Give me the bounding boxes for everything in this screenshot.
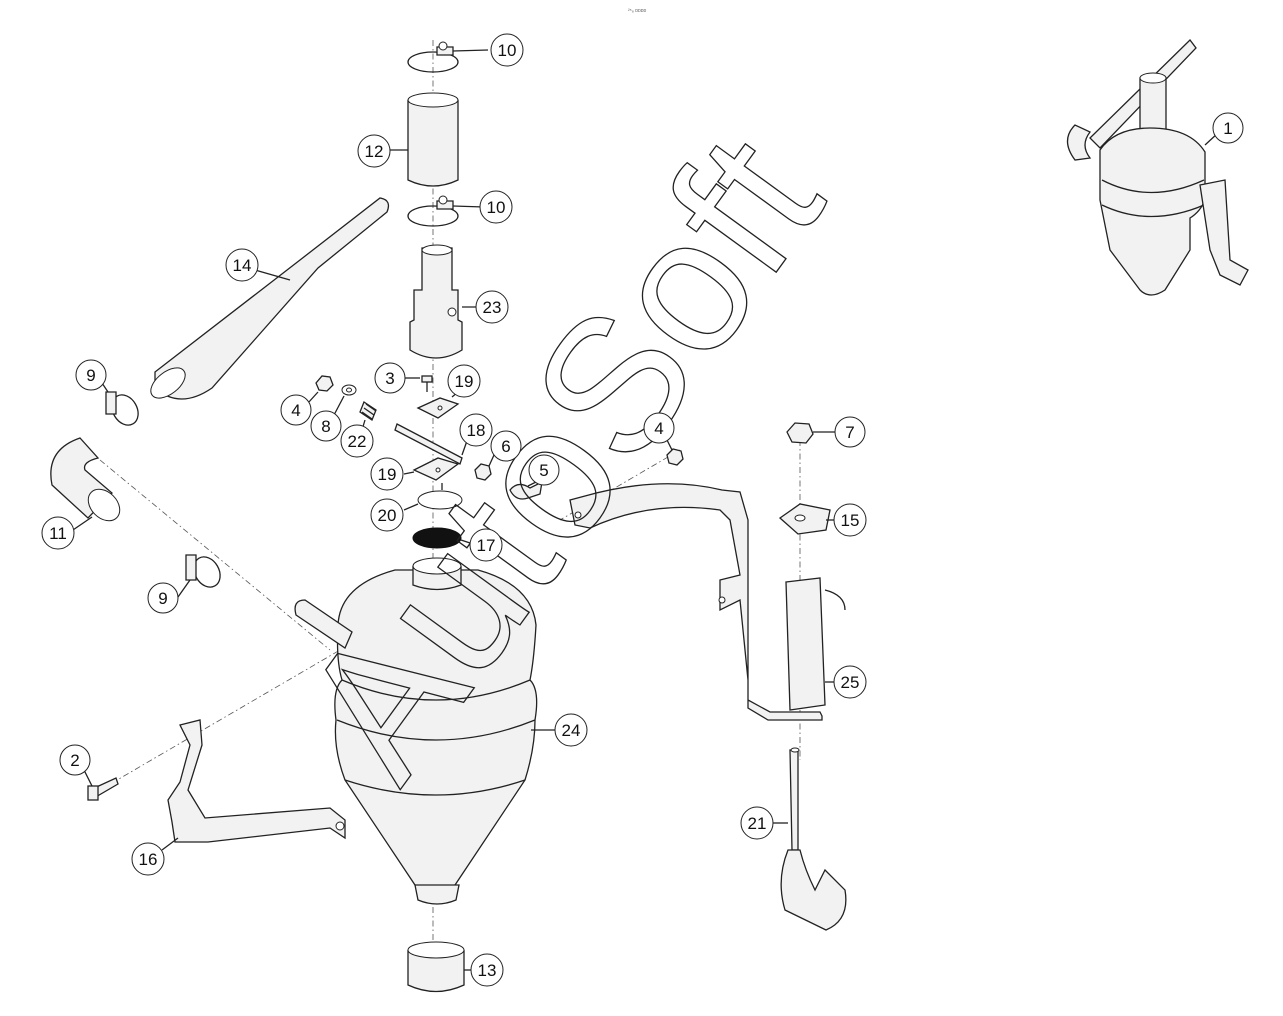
hose-clamp-lower-left[interactable] <box>177 552 225 598</box>
callout-9-lower[interactable]: 9 <box>147 582 179 614</box>
callout-13[interactable]: 13 <box>470 953 504 987</box>
svg-text:18: 18 <box>467 421 486 440</box>
nut-4-left[interactable] <box>307 375 334 404</box>
callout-12[interactable]: 12 <box>357 134 391 168</box>
nut-6[interactable] <box>474 454 495 481</box>
svg-text:15: 15 <box>841 511 860 530</box>
outlet-pipe[interactable] <box>145 197 390 404</box>
callout-23[interactable]: 23 <box>475 290 509 324</box>
callout-3[interactable]: 3 <box>374 362 406 394</box>
callout-4-right[interactable]: 4 <box>643 412 675 444</box>
bolt-2[interactable] <box>83 769 119 801</box>
assembled-view-1[interactable] <box>1066 39 1249 296</box>
svg-text:25: 25 <box>841 673 860 692</box>
callout-8[interactable]: 8 <box>310 410 342 442</box>
callout-17[interactable]: 17 <box>469 528 503 562</box>
svg-text:9: 9 <box>86 366 95 385</box>
callout-18[interactable]: 18 <box>459 413 493 447</box>
svg-text:16: 16 <box>139 850 158 869</box>
svg-text:10: 10 <box>487 198 506 217</box>
callout-25[interactable]: 25 <box>833 665 867 699</box>
callout-5[interactable]: 5 <box>528 454 560 486</box>
callout-7[interactable]: 7 <box>834 416 866 448</box>
svg-text:1: 1 <box>1223 119 1232 138</box>
svg-text:2: 2 <box>70 751 79 770</box>
svg-text:20: 20 <box>378 506 397 525</box>
svg-text:AutoSoft: AutoSoft <box>262 100 862 814</box>
svg-text:11: 11 <box>49 524 67 543</box>
svg-text:22: 22 <box>348 432 367 451</box>
callout-19-top[interactable]: 19 <box>447 364 481 398</box>
svg-text:9: 9 <box>158 589 167 608</box>
callout-1[interactable]: 1 <box>1212 112 1244 144</box>
bottom-bushing[interactable] <box>407 941 472 993</box>
callout-4-left[interactable]: 4 <box>280 394 312 426</box>
valve-disc-20[interactable] <box>403 483 463 511</box>
callout-9-upper[interactable]: 9 <box>75 359 107 391</box>
callout-11[interactable]: 11 <box>41 516 75 550</box>
svg-text:12: 12 <box>365 142 384 161</box>
svg-text:13: 13 <box>478 961 497 980</box>
hose-clamp-top[interactable] <box>407 41 489 73</box>
svg-text:17: 17 <box>477 536 496 555</box>
washer-8[interactable] <box>333 384 357 416</box>
svg-text:23: 23 <box>483 298 502 317</box>
hose-clamp-middle[interactable] <box>407 195 485 227</box>
cyclone-tank[interactable] <box>294 557 556 905</box>
hook-rod-21[interactable] <box>772 747 847 931</box>
callout-10-middle[interactable]: 10 <box>479 190 513 224</box>
nut-7[interactable] <box>786 422 836 444</box>
svg-text:5: 5 <box>539 461 548 480</box>
svg-text:3: 3 <box>385 369 394 388</box>
svg-text:24: 24 <box>562 721 581 740</box>
gasket-17[interactable] <box>412 527 471 549</box>
svg-text:6: 6 <box>501 437 510 456</box>
svg-text:4: 4 <box>654 419 663 438</box>
hose-clamp-upper-left[interactable] <box>99 379 143 430</box>
nut-4-right[interactable] <box>665 437 684 466</box>
callout-20[interactable]: 20 <box>370 498 404 532</box>
watermark: AutoSoft <box>261 99 862 815</box>
screw-3[interactable] <box>404 375 433 392</box>
callout-10-top[interactable]: 10 <box>490 33 524 67</box>
svg-text:7: 7 <box>845 423 854 442</box>
callout-22[interactable]: 22 <box>340 424 374 458</box>
callout-14[interactable]: 14 <box>225 248 259 282</box>
callout-6[interactable]: 6 <box>490 430 522 462</box>
callout-19-lower[interactable]: 19 <box>370 457 404 491</box>
callout-16[interactable]: 16 <box>131 842 165 876</box>
elbow-hose[interactable] <box>50 437 126 533</box>
callout-15[interactable]: 15 <box>833 503 867 537</box>
wing-nut-5[interactable] <box>509 479 543 500</box>
callout-24[interactable]: 24 <box>554 713 588 747</box>
mounting-band-16[interactable] <box>161 719 346 851</box>
svg-text:21: 21 <box>748 814 767 833</box>
svg-text:8: 8 <box>321 417 330 436</box>
bracket-19-lower[interactable] <box>403 457 460 481</box>
hose-sleeve[interactable] <box>384 92 459 187</box>
mounting-bracket-25[interactable] <box>569 483 846 721</box>
drawing-code: ²⁵₈ ᴅᴅᴅᴅ <box>628 8 646 14</box>
svg-text:4: 4 <box>291 401 300 420</box>
callout-21[interactable]: 21 <box>740 806 774 840</box>
svg-text:14: 14 <box>233 256 252 275</box>
valve-body[interactable] <box>409 244 480 359</box>
svg-text:10: 10 <box>498 41 517 60</box>
svg-text:19: 19 <box>378 465 397 484</box>
callout-2[interactable]: 2 <box>59 744 91 776</box>
cam-plate-15[interactable] <box>778 503 836 535</box>
svg-text:19: 19 <box>455 372 474 391</box>
